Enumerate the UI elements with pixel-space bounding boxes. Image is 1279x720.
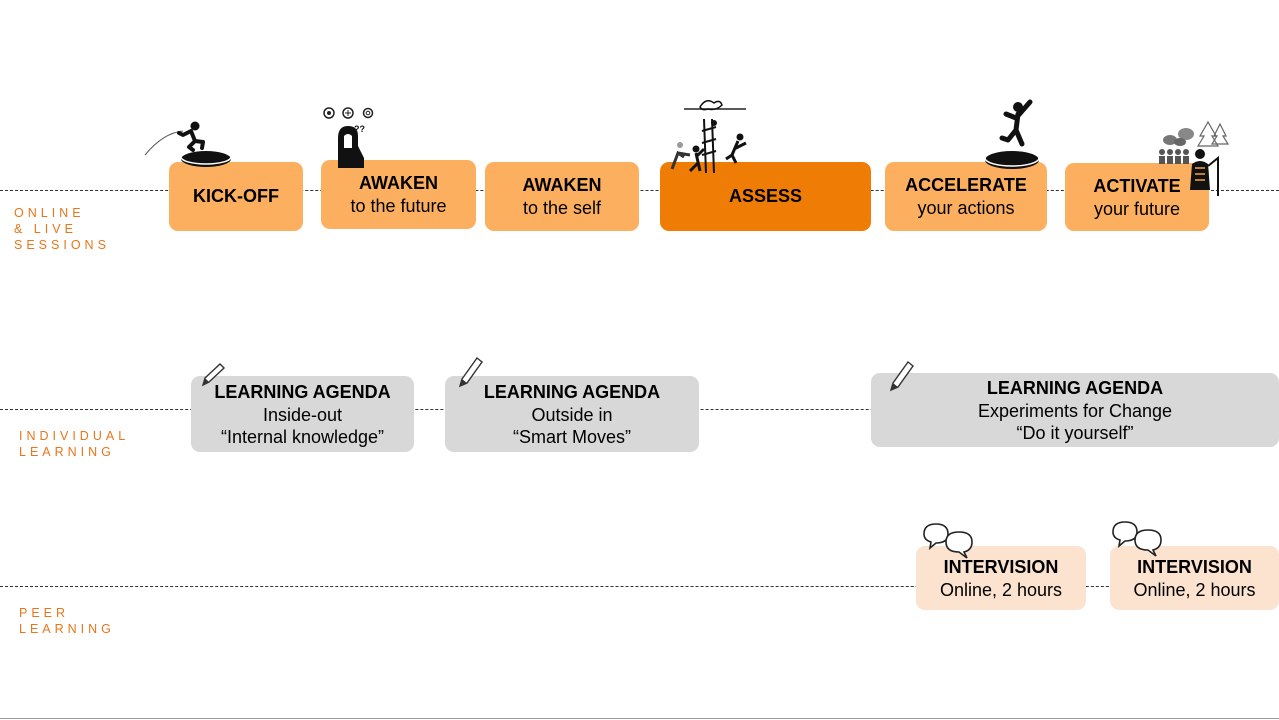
session-title: AWAKEN <box>522 175 602 195</box>
session-awaken-future: AWAKEN to the future <box>321 160 476 229</box>
agenda-line1: Outside in <box>531 404 613 425</box>
intervision-title: INTERVISION <box>1137 556 1252 577</box>
agenda-title: LEARNING AGENDA <box>214 381 391 402</box>
agenda-line1: Experiments for Change <box>977 400 1173 421</box>
session-awaken-self: AWAKEN to the self <box>485 162 639 231</box>
learning-agenda-outside-in: LEARNING AGENDA Outside in “Smart Moves” <box>445 376 699 452</box>
session-subtitle: to the self <box>522 198 602 218</box>
session-accelerate: ACCELERATE your actions <box>885 162 1047 231</box>
session-title: ASSESS <box>728 186 803 206</box>
intervision-2: INTERVISION Online, 2 hours <box>1110 546 1279 610</box>
peer-lane-label: PEER LEARNING <box>19 606 115 636</box>
online-lane-line <box>0 190 1279 191</box>
session-subtitle: to the future <box>350 196 447 216</box>
pen-icon <box>201 363 226 387</box>
session-activate: ACTIVATE your future <box>1065 163 1209 231</box>
agenda-title: LEARNING AGENDA <box>483 381 661 402</box>
agenda-line2: “Internal knowledge” <box>220 426 385 447</box>
learning-agenda-inside-out: LEARNING AGENDA Inside-out “Internal kno… <box>191 376 414 452</box>
bottom-rule <box>0 718 1279 719</box>
svg-text:??: ?? <box>354 124 365 134</box>
peer-lane-line <box>0 586 1279 587</box>
intervision-1: INTERVISION Online, 2 hours <box>916 546 1086 610</box>
speech-bubbles-icon <box>1112 521 1162 557</box>
session-subtitle: your actions <box>917 198 1015 218</box>
session-subtitle: your future <box>1093 198 1181 219</box>
session-assess: ASSESS <box>660 162 871 231</box>
session-title: ACCELERATE <box>905 175 1027 195</box>
climbing-wall-icon <box>670 100 747 174</box>
intervision-subtitle: Online, 2 hours <box>1133 579 1256 600</box>
session-title: ACTIVATE <box>1093 175 1181 196</box>
person-jumping-into-hole-icon <box>144 121 232 167</box>
agenda-title: LEARNING AGENDA <box>986 377 1164 398</box>
session-title: KICK-OFF <box>193 186 279 206</box>
thinking-person-icon: ?? <box>323 107 374 168</box>
agenda-line2: “Do it yourself” <box>1016 422 1134 443</box>
agenda-line1: Inside-out <box>262 404 343 425</box>
session-kickoff: KICK-OFF <box>169 162 303 231</box>
individual-lane-label: INDIVIDUAL LEARNING <box>19 429 130 459</box>
online-lane-label: ONLINE & LIVE SESSIONS <box>14 206 110 252</box>
pen-icon <box>889 360 914 392</box>
person-emerging-from-hole-icon <box>984 99 1040 169</box>
intervision-subtitle: Online, 2 hours <box>939 579 1063 600</box>
session-title: AWAKEN <box>358 173 438 193</box>
pen-icon <box>458 356 483 388</box>
speech-bubbles-icon <box>923 523 973 559</box>
elder-with-crowd-and-trees-icon <box>1159 120 1230 196</box>
learning-agenda-experiments: LEARNING AGENDA Experiments for Change “… <box>871 373 1279 447</box>
agenda-line2: “Smart Moves” <box>512 426 631 447</box>
intervision-title: INTERVISION <box>943 556 1059 577</box>
